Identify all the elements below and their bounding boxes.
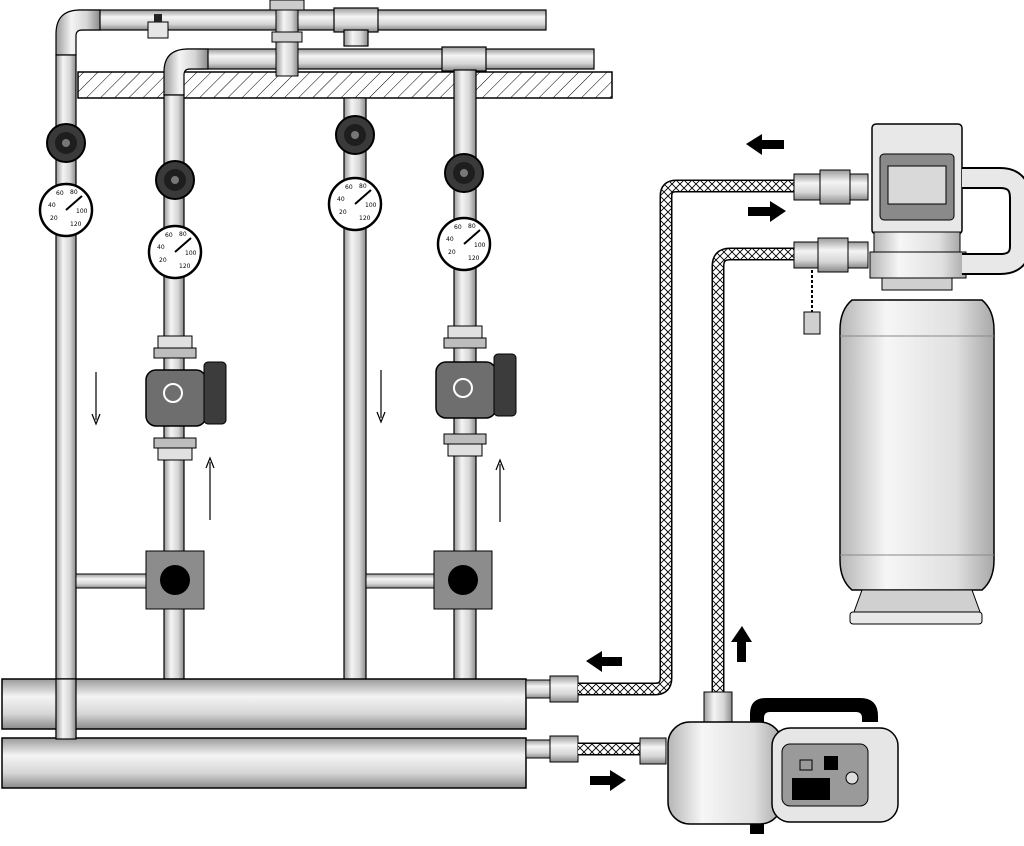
valve-2-handwheel-icon <box>155 160 195 200</box>
gauge-4-tick-60: 60 <box>454 224 462 231</box>
flow-arrow-left-top <box>746 134 784 155</box>
gauge-1: 20 40 60 80 100 120 <box>38 182 94 238</box>
flow-arrow-left-bottom <box>586 651 622 672</box>
flow-arrow-down-2 <box>376 370 386 424</box>
air-vent-1-cap <box>154 14 162 22</box>
hose-supply-braid <box>713 249 800 692</box>
gauge-3-tick-80: 80 <box>359 183 367 190</box>
bypass-2 <box>365 573 435 589</box>
booster-pump <box>639 691 899 834</box>
fitting-lower-nipple <box>525 739 551 759</box>
tee-upper <box>333 7 379 33</box>
booster-pump-outlet-nut <box>703 691 733 723</box>
gauge-1-tick-120: 120 <box>70 221 82 228</box>
gauge-2-tick-100: 100 <box>185 250 197 257</box>
air-vent-1 <box>147 21 169 39</box>
flow-arrow-up-2 <box>495 458 505 522</box>
gauge-4-tick-80: 80 <box>468 223 476 230</box>
flow-arrow-right-top <box>748 201 786 222</box>
gauge-3-tick-60: 60 <box>345 184 353 191</box>
hose-supply-from-pump <box>711 247 800 692</box>
controller-screen <box>887 165 947 205</box>
flow-arrow-up-1 <box>205 456 215 520</box>
fitting-upper-nipple <box>525 679 551 699</box>
tank-outlet-nut <box>819 169 851 205</box>
gauge-1-tick-100: 100 <box>76 208 88 215</box>
header-pipe-lower <box>1 737 527 789</box>
gauge-4-tick-20: 20 <box>448 249 456 256</box>
flow-arrow-up-hose <box>731 626 752 662</box>
gauge-4-tick-100: 100 <box>474 242 486 249</box>
gauge-3-tick-120: 120 <box>359 215 371 222</box>
elbow-left-upper <box>55 9 101 56</box>
mixing-box-2-port <box>448 565 478 595</box>
gauge-4: 20 40 60 80 100 120 <box>436 216 492 272</box>
hose-return-braid <box>578 181 800 694</box>
ceiling-slab <box>77 71 613 99</box>
air-vent-2 <box>269 0 305 11</box>
tee-upper-drop <box>343 29 369 47</box>
gauge-1-tick-20: 20 <box>50 215 58 222</box>
riser-1-through <box>55 678 77 740</box>
tank-drain-chain-icon <box>803 270 821 335</box>
fitting-lower-nut <box>549 735 579 763</box>
circulator-pump-1 <box>145 335 227 461</box>
valve-4-handwheel-icon <box>444 153 484 193</box>
fitting-upper-nut <box>549 675 579 703</box>
gauge-2-tick-120: 120 <box>179 263 191 270</box>
mixing-box-1-port <box>160 565 190 595</box>
flow-arrow-down-1 <box>91 372 101 426</box>
gauge-3-tick-40: 40 <box>337 196 345 203</box>
valve-3-handwheel-icon <box>335 115 375 155</box>
gauge-4-tick-40: 40 <box>446 236 454 243</box>
hose-return-to-header <box>578 179 800 696</box>
gauge-3: 20 40 60 80 100 120 <box>327 176 383 232</box>
gauge-2-tick-60: 60 <box>165 232 173 239</box>
gauge-2-tick-40: 40 <box>157 244 165 251</box>
bypass-1 <box>75 573 147 589</box>
gauge-4-tick-120: 120 <box>468 255 480 262</box>
air-vent-2-stem <box>275 9 299 77</box>
gauge-1-tick-40: 40 <box>48 202 56 209</box>
gauge-2-tick-20: 20 <box>159 257 167 264</box>
circulator-pump-2 <box>435 325 517 457</box>
elbow-left-lower <box>163 48 209 96</box>
air-vent-2-nut <box>271 31 303 43</box>
valve-1-handwheel-icon <box>46 123 86 163</box>
tee-lower <box>441 46 487 72</box>
booster-pump-switch <box>792 778 830 800</box>
tank-inlet-nut <box>817 237 849 273</box>
gauge-3-tick-20: 20 <box>339 209 347 216</box>
gauge-1-tick-80: 80 <box>70 189 78 196</box>
gauge-3-tick-100: 100 <box>365 202 377 209</box>
gauge-1-tick-60: 60 <box>56 190 64 197</box>
gauge-2: 20 40 60 80 100 120 <box>147 224 203 280</box>
filter-tank <box>839 123 995 625</box>
gauge-2-tick-80: 80 <box>179 231 187 238</box>
header-pipe-upper <box>1 678 527 730</box>
booster-pump-inlet-nut <box>639 737 667 765</box>
top-pipe-lower <box>185 48 595 70</box>
flow-arrow-right-bottom <box>590 770 626 791</box>
